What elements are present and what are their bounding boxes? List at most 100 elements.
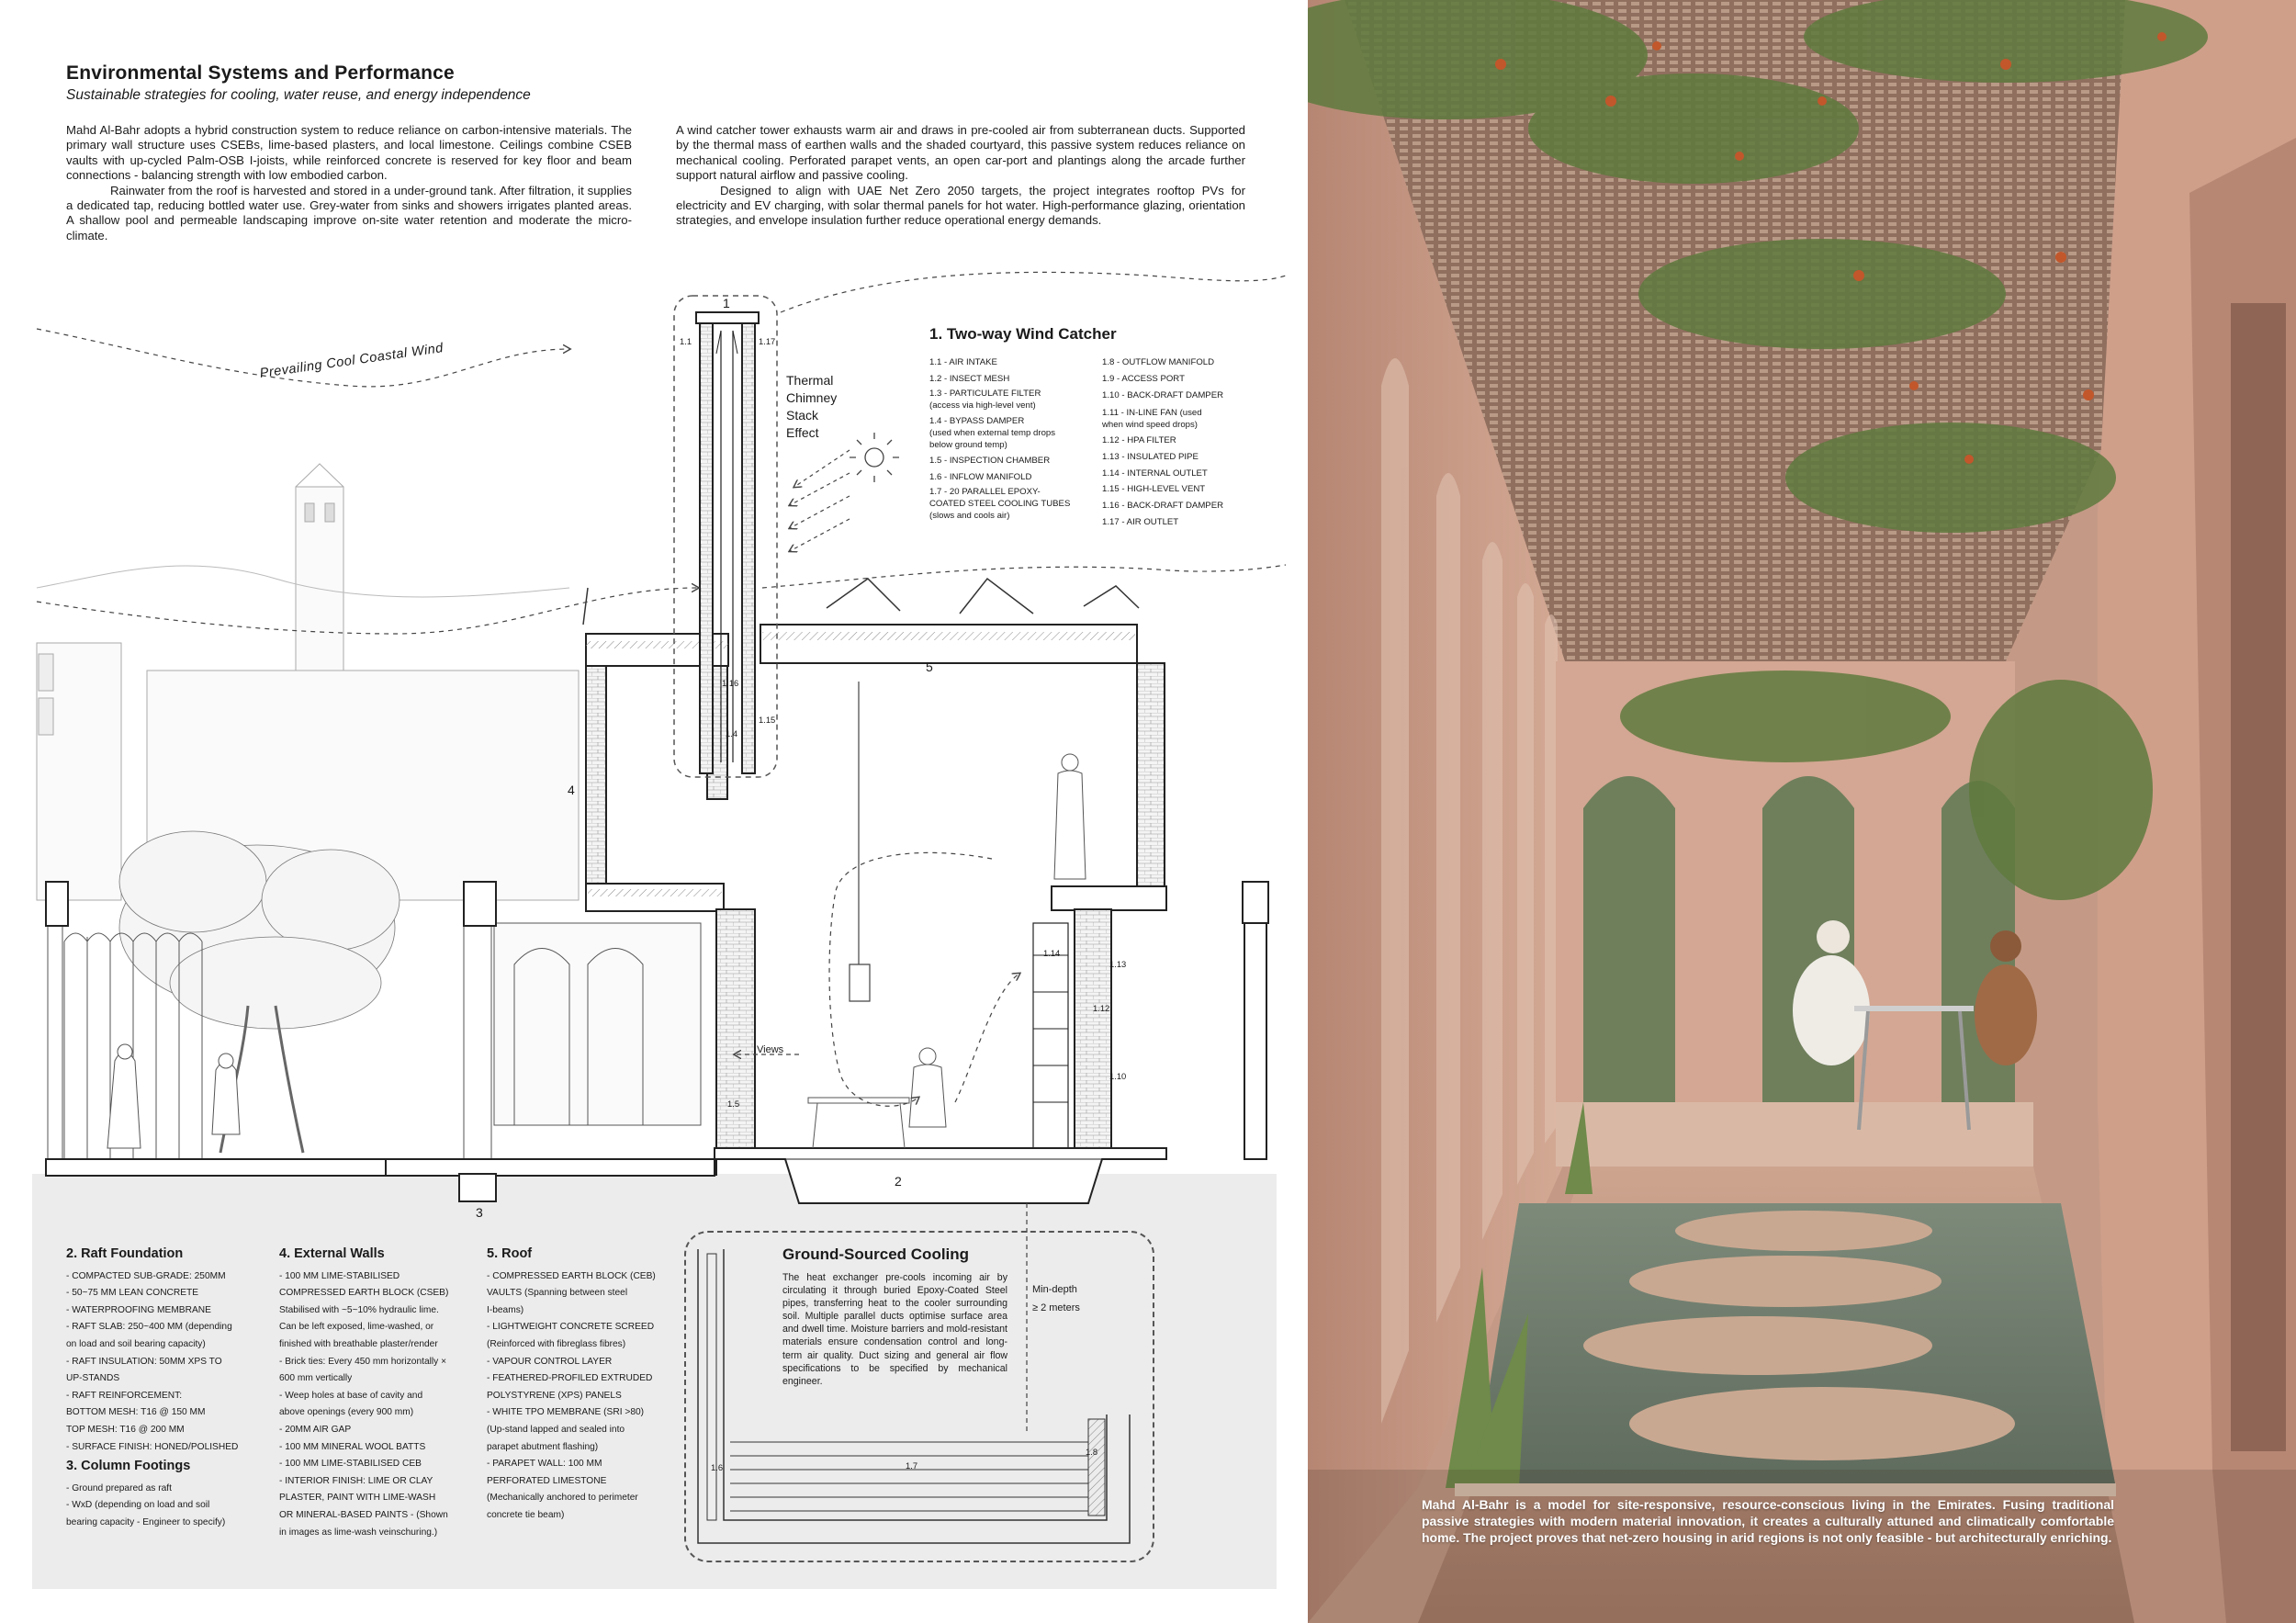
intro-right-text: A wind catcher tower exhausts warm air a… [676, 123, 1245, 229]
legend-item: 1.3 - PARTICULATE FILTER [929, 388, 1041, 399]
legend-item: 1.2 - INSECT MESH [929, 373, 1010, 384]
legend-item: below ground temp) [929, 439, 1007, 450]
legend-item: (used when external temp drops [929, 427, 1056, 438]
legend-item: 1.6 - INFLOW MANIFOLD [929, 471, 1032, 482]
column-title: 3. Column Footings [66, 1459, 191, 1473]
ground-cooling-text: The heat exchanger pre-cools incoming ai… [782, 1272, 1007, 1387]
spec-item: (Mechanically anchored to perimeter [487, 1493, 638, 1504]
tag-1-4: 1.4 [726, 728, 738, 738]
interior-airflow-loop-2 [954, 974, 1019, 1103]
back-arches [1583, 776, 2015, 1102]
spec-item: (Reinforced with fibreglass fibres) [487, 1338, 626, 1349]
spec-item: - Weep holes at base of cavity and [279, 1390, 423, 1401]
spec-item: - Brick ties: Every 450 mm horizontally … [279, 1356, 447, 1367]
upper-airflow-line [780, 271, 1287, 313]
prevailing-wind-line [36, 328, 569, 388]
spec-item: on load and soil bearing capacity) [66, 1338, 206, 1349]
wind-catcher-title: 1. Two-way Wind Catcher [929, 325, 1117, 343]
intro-paragraph: Designed to align with UAE Net Zero 2050… [676, 183, 1245, 228]
spec-item: parapet abutment flashing) [487, 1441, 599, 1452]
intro-paragraph: A wind catcher tower exhausts warm air a… [676, 123, 1245, 183]
legend-item: 1.5 - INSPECTION CHAMBER [929, 455, 1051, 466]
spec-item: - RAFT REINFORCEMENT: [66, 1390, 183, 1401]
spec-item: bearing capacity - Engineer to specify) [66, 1516, 226, 1527]
legend-item: 1.16 - BACK-DRAFT DAMPER [1102, 501, 1224, 512]
label-2: 2 [895, 1174, 902, 1189]
skyline-line [36, 565, 570, 598]
legend-item: 1.10 - BACK-DRAFT DAMPER [1102, 389, 1224, 400]
spec-item: - 100 MM MINERAL WOOL BATTS [279, 1441, 426, 1452]
spec-item: TOP MESH: T16 @ 200 MM [66, 1424, 185, 1435]
spec-item: VAULTS (Spanning between steel [487, 1288, 628, 1299]
ground-cooling-loop [697, 1249, 1131, 1544]
house-section [45, 624, 1269, 1204]
legend-item: 1.15 - HIGH-LEVEL VENT [1102, 484, 1206, 495]
walls-title: 4. External Walls [279, 1246, 385, 1261]
tag-1-8: 1.8 [1086, 1447, 1098, 1457]
tag-1-6: 1.6 [711, 1462, 724, 1472]
pool-plants [1446, 1102, 1593, 1488]
legend-item: (access via high-level vent) [929, 400, 1036, 411]
legend-item: when wind speed drops) [1102, 419, 1198, 430]
spec-item: - FEATHERED-PROFILED EXTRUDED [487, 1373, 653, 1384]
tag-1-5: 1.5 [727, 1099, 740, 1109]
roof-airflow-line [761, 564, 1287, 589]
roof-title: 5. Roof [487, 1246, 533, 1261]
wind-catcher-dashed-outline [673, 295, 778, 778]
courtyard-figures [107, 1043, 241, 1149]
spec-item: Stabilised with ~5~10% hydraulic lime. [279, 1304, 439, 1315]
spec-item: COMPRESSED EARTH BLOCK (CSEB) [279, 1288, 449, 1299]
courtyard-render: Mahd Al-Bahr is a model for site-respons… [1308, 0, 2296, 1623]
tag-1-14: 1.14 [1043, 948, 1061, 958]
spec-item: - VAPOUR CONTROL LAYER [487, 1356, 613, 1367]
min-depth-line: ≥ 2 meters [1032, 1302, 1080, 1313]
legend-item: (slows and cools air) [929, 510, 1010, 521]
left-arcade [47, 883, 702, 1162]
spec-item: (Up-stand lapped and sealed into [487, 1424, 625, 1435]
stack-label-line: Thermal [786, 373, 834, 388]
stepping-stones [1583, 1211, 2015, 1460]
tag-1-16: 1.16 [722, 678, 739, 688]
spec-item: - INTERIOR FINISH: LIME OR CLAY [279, 1475, 433, 1486]
label-3: 3 [476, 1205, 483, 1220]
spec-item: concrete tie beam) [487, 1509, 565, 1520]
arcade-render-image [1308, 0, 2296, 1623]
sun-icon [850, 433, 899, 482]
wind-catcher-list-col1: 1.1 - AIR INTAKE 1.2 - INSECT MESH 1.3 -… [929, 355, 1070, 522]
spec-item: Can be left exposed, lime-washed, or [279, 1322, 434, 1333]
legend-item: 1.9 - ACCESS PORT [1102, 373, 1185, 384]
legend-item: 1.1 - AIR INTAKE [929, 357, 997, 367]
legend-item: 1.17 - AIR OUTLET [1102, 517, 1179, 528]
legend-item: 1.8 - OUTFLOW MANIFOLD [1102, 357, 1215, 367]
spec-item: UP-STANDS [66, 1373, 120, 1384]
spec-item: PLASTER, PAINT WITH LIME-WASH [279, 1493, 436, 1504]
legend-item: 1.11 - IN-LINE FAN (used [1102, 407, 1202, 418]
tag-1-13: 1.13 [1109, 959, 1127, 969]
intro-paragraph: Mahd Al-Bahr adopts a hybrid constructio… [66, 123, 632, 183]
tag-1-10: 1.10 [1109, 1071, 1127, 1081]
legend-item: 1.7 - 20 PARALLEL EPOXY- [929, 486, 1041, 497]
external-walls-spec: 4. External Walls - 100 MM LIME-STABILIS… [279, 1245, 472, 1541]
ground-cooling-title: Ground-Sourced Cooling [782, 1245, 970, 1263]
legend-item: 1.12 - HPA FILTER [1102, 434, 1176, 445]
arch-openings [1381, 358, 1558, 1424]
spec-item: - SURFACE FINISH: HONED/POLISHED [66, 1441, 239, 1452]
intro-left-text: Mahd Al-Bahr adopts a hybrid constructio… [66, 123, 632, 243]
spec-item: above openings (every 900 mm) [279, 1407, 414, 1418]
raft-foundation-spec: 2. Raft Foundation - COMPACTED SUB-GRADE… [66, 1245, 268, 1456]
tag-1-17: 1.17 [759, 336, 776, 346]
render-caption: Mahd Al-Bahr is a model for site-respons… [1422, 1497, 2114, 1545]
column-footings-spec: 3. Column Footings - Ground prepared as … [66, 1458, 268, 1531]
info-panel: Environmental Systems and Performance Su… [32, 62, 1287, 1589]
legend-item: COATED STEEL COOLING TUBES [929, 498, 1071, 509]
page-title: Environmental Systems and Performance [66, 62, 455, 84]
glass-door-frame [2231, 303, 2286, 1451]
spec-item: - RAFT INSULATION: 50MM XPS TO [66, 1356, 222, 1367]
background-buildings [36, 463, 580, 901]
raft-title: 2. Raft Foundation [66, 1246, 184, 1261]
wind-catcher-list-col2: 1.8 - OUTFLOW MANIFOLD 1.9 - ACCESS PORT… [1102, 355, 1223, 531]
interior-airflow-loop [828, 851, 993, 1107]
spec-item: 600 mm vertically [279, 1373, 353, 1384]
spec-item: - 50~75 MM LEAN CONCRETE [66, 1288, 199, 1299]
spec-item: BOTTOM MESH: T16 @ 150 MM [66, 1407, 206, 1418]
